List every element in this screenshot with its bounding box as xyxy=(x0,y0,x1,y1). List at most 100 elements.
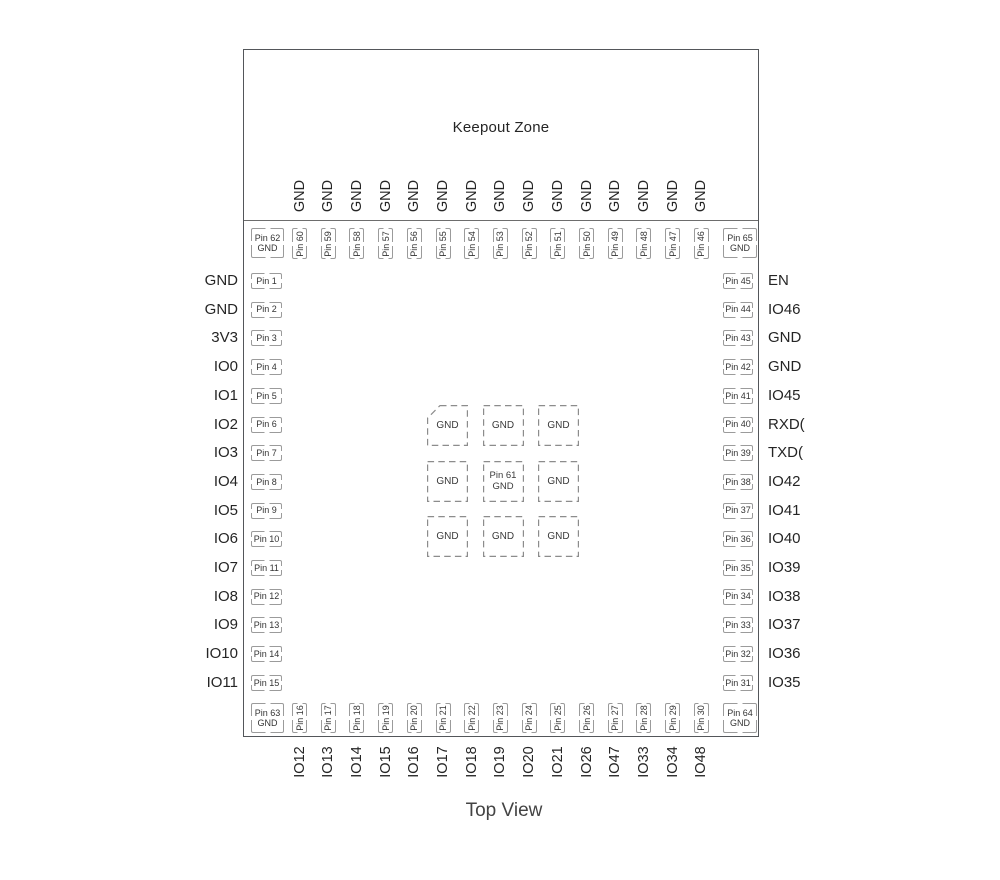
pin-pad-label: Pin 2 xyxy=(256,304,277,315)
pin-pad-label: Pin 15 xyxy=(253,677,280,688)
signal-label-pin-33: IO37 xyxy=(768,616,801,634)
pin-pad-pin-51: Pin 51 xyxy=(550,228,566,259)
pin-pad-pin-59: Pin 59 xyxy=(320,228,336,259)
pin-pad-label: Pin 21 xyxy=(437,705,448,731)
signal-label-pin-18: IO14 xyxy=(348,746,365,778)
thermal-pad-label: GND xyxy=(436,531,459,542)
pin-pad-pin-16: Pin 16 xyxy=(292,703,307,733)
signal-label-pin-19: IO15 xyxy=(377,746,394,778)
thermal-pad-label: GND xyxy=(491,420,515,431)
signal-label-pin-13: IO9 xyxy=(213,616,238,634)
signal-label-pin-22: IO18 xyxy=(463,746,480,778)
pin-pad-label: Pin 18 xyxy=(351,705,362,731)
signal-label-pin-49: GND xyxy=(607,179,624,213)
package-outline: Keepout Zone xyxy=(243,49,759,737)
pin-pad-pin-12: Pin 12 xyxy=(251,588,282,605)
pin-pad-pin-56: Pin 56 xyxy=(406,228,422,259)
pin-pad-pin-31: Pin 31 xyxy=(723,674,753,691)
pin-pad-pin-10: Pin 10 xyxy=(251,531,282,548)
signal-label-pin-53: GND xyxy=(492,179,509,213)
thermal-pad-label: GND xyxy=(491,531,515,542)
pin-pad-label: Pin 36 xyxy=(725,534,751,545)
signal-label-pin-59: GND xyxy=(320,179,337,213)
signal-label-pin-37: IO41 xyxy=(768,501,801,519)
pin-pad-pin-24: Pin 24 xyxy=(521,703,537,733)
pin-pad-pin-19: Pin 19 xyxy=(378,703,394,733)
pin-pad-pin-9: Pin 9 xyxy=(251,502,282,519)
signal-label-pin-10: IO6 xyxy=(213,530,238,548)
pin-pad-pin-34: Pin 34 xyxy=(723,588,753,605)
pin-pad-label: Pin 52 xyxy=(523,230,534,257)
pin-pad-pin-25: Pin 25 xyxy=(550,703,566,733)
signal-label-pin-28: IO33 xyxy=(635,746,652,778)
pin-pad-label: Pin 57 xyxy=(380,230,391,257)
signal-label-pin-43: GND xyxy=(768,329,802,347)
corner-pad-line: Pin 63 xyxy=(254,707,281,718)
pin-pad-pin-37: Pin 37 xyxy=(723,502,753,519)
pin-pad-label: Pin 17 xyxy=(322,705,333,731)
pin-pad-label: Pin 28 xyxy=(638,705,649,731)
corner-pad-line: Pin 65 xyxy=(727,232,753,243)
pin-pad-label: Pin 40 xyxy=(725,419,751,430)
thermal-pad-cell-6: GND xyxy=(427,516,468,557)
pin-pad-pin-36: Pin 36 xyxy=(723,531,753,548)
pin-pad-label: Pin 25 xyxy=(552,705,563,731)
signal-label-pin-15: IO11 xyxy=(206,673,238,691)
signal-label-pin-30: IO48 xyxy=(693,746,710,778)
thermal-pad-cell-3: GND xyxy=(427,460,468,502)
pin-pad-label: Pin 16 xyxy=(294,705,305,731)
signal-label-pin-50: GND xyxy=(578,179,595,213)
pin-pad-pin-42: Pin 42 xyxy=(723,359,753,376)
pin-pad-label: Pin 1 xyxy=(256,275,277,286)
signal-label-pin-27: IO47 xyxy=(607,746,624,778)
signal-label-pin-21: IO17 xyxy=(435,746,451,778)
pin-pad-label: Pin 35 xyxy=(725,562,751,573)
thermal-pad-cell-7: GND xyxy=(482,516,524,557)
thermal-pad-outline xyxy=(482,405,524,446)
pin-pad-pin-40: Pin 40 xyxy=(723,416,753,433)
pin-pad-label: Pin 24 xyxy=(523,705,534,731)
signal-label-pin-12: IO8 xyxy=(213,587,238,605)
pin-pad-label: Pin 47 xyxy=(667,230,678,257)
pin-pad-label: Pin 13 xyxy=(253,620,280,631)
thermal-pad-chamfer-outline xyxy=(427,405,468,446)
signal-label-pin-52: GND xyxy=(521,179,538,213)
pin-pad-label: Pin 7 xyxy=(256,447,277,458)
thermal-pad-outline xyxy=(482,460,524,502)
pin-pad-pin-14: Pin 14 xyxy=(251,646,282,663)
pin-pad-pin-3: Pin 3 xyxy=(251,330,282,347)
pin-pad-label: Pin 4 xyxy=(256,361,277,372)
signal-label-pin-42: GND xyxy=(768,358,802,376)
thermal-pad-label: GND xyxy=(547,531,570,542)
signal-label-pin-3: 3V3 xyxy=(211,329,238,347)
signal-label-pin-1: GND xyxy=(204,272,238,289)
signal-label-pin-11: IO7 xyxy=(213,559,238,576)
signal-label-pin-45: EN xyxy=(768,272,789,289)
pin-pad-label: Pin 41 xyxy=(725,390,751,401)
pin-pad-pin-50: Pin 50 xyxy=(579,228,594,259)
pin-pad-pin-41: Pin 41 xyxy=(723,387,753,404)
thermal-pad-label: GND xyxy=(492,481,514,492)
signal-label-pin-25: IO21 xyxy=(549,746,566,778)
signal-label-pin-16: IO12 xyxy=(291,746,308,778)
pin-pad-pin-2: Pin 2 xyxy=(251,301,282,318)
signal-label-pin-26: IO26 xyxy=(578,746,595,778)
pin-pad-pin-57: Pin 57 xyxy=(378,228,394,259)
pin-pad-label: Pin 46 xyxy=(696,230,707,257)
pin-pad-label: Pin 56 xyxy=(409,230,420,257)
pin-pad-label: Pin 5 xyxy=(256,390,277,401)
pin-pad-pin-17: Pin 17 xyxy=(320,703,336,733)
pin-pad-pin-52: Pin 52 xyxy=(521,228,537,259)
pin-pad-pin-7: Pin 7 xyxy=(251,445,282,462)
signal-label-pin-44: IO46 xyxy=(768,300,801,318)
thermal-pad-cell-0: GND xyxy=(427,405,468,446)
pin-pad-label: Pin 12 xyxy=(253,591,280,602)
pin-pad-label: Pin 44 xyxy=(725,304,751,315)
signal-label-pin-40: RXD( xyxy=(768,415,805,433)
signal-label-pin-56: GND xyxy=(406,179,423,213)
pin-pad-label: Pin 31 xyxy=(725,677,751,688)
signal-label-pin-48: GND xyxy=(635,179,652,213)
pin-pad-label: Pin 19 xyxy=(380,705,391,731)
